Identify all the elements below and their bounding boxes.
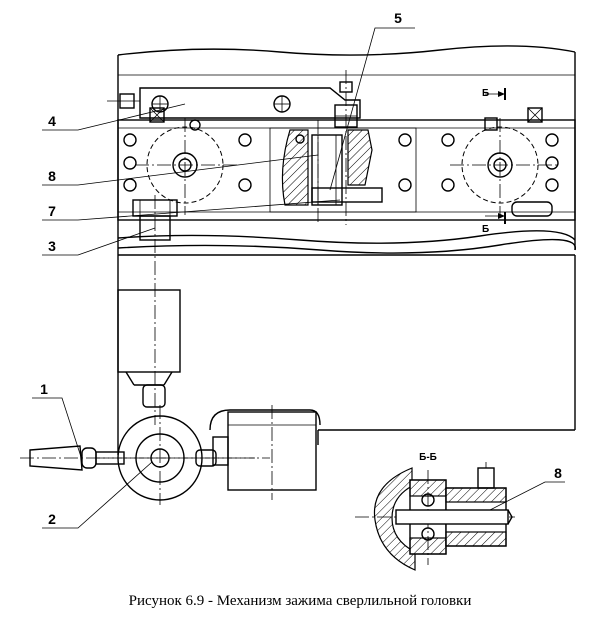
callout-7: 7 <box>48 203 56 219</box>
carriage-plate <box>117 119 576 221</box>
section-view-title: Б-Б <box>419 452 437 463</box>
upper-housing <box>117 45 576 431</box>
section-line-markers <box>485 88 506 224</box>
callout-8: 8 <box>48 168 56 184</box>
section-mark-bottom: Б <box>482 224 489 235</box>
figure-caption: Рисунок 6.9 - Механизм зажима сверлильно… <box>128 593 472 609</box>
bolt-right <box>273 95 291 113</box>
leader-lines <box>32 27 565 529</box>
left-roller <box>123 118 252 215</box>
right-bolts <box>441 117 559 192</box>
central-wedge <box>281 104 412 225</box>
right-roller <box>441 107 560 217</box>
clamp-bar <box>107 70 361 225</box>
callout-5: 5 <box>394 10 402 26</box>
bolt-left <box>151 95 169 113</box>
callout-1: 1 <box>40 381 48 397</box>
side-bracket <box>212 405 317 500</box>
section-mark-top: Б <box>482 88 489 99</box>
left-bolts <box>123 119 252 192</box>
callout-4: 4 <box>48 113 56 129</box>
callout-8-section: 8 <box>554 465 562 481</box>
callout-3: 3 <box>48 238 56 254</box>
vertical-shaft <box>117 195 181 425</box>
callout-2: 2 <box>48 511 56 527</box>
section-view <box>355 462 515 571</box>
